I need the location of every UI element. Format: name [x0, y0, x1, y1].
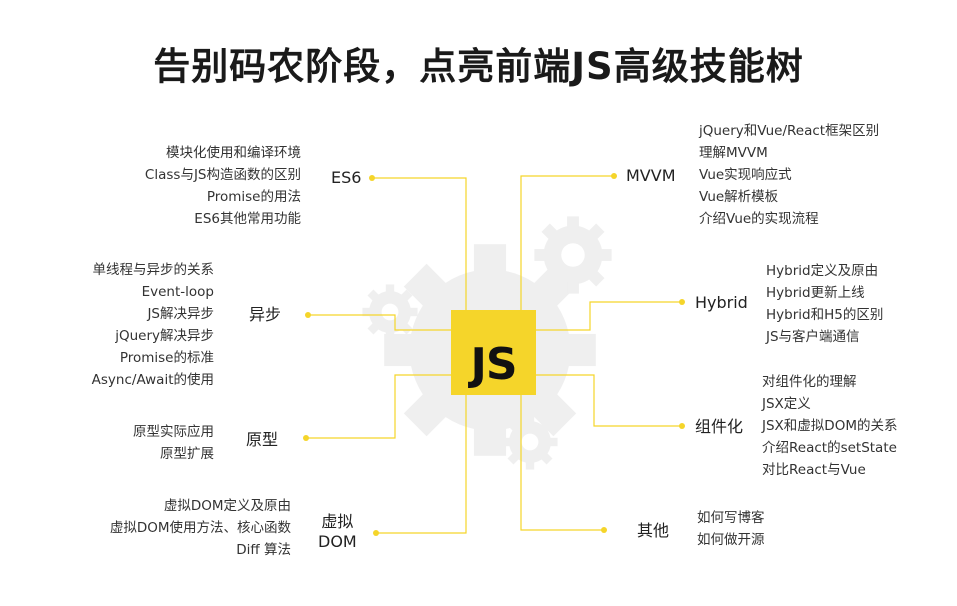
connector-dot: [679, 299, 685, 305]
branch-title-es6: ES6: [331, 168, 362, 187]
connector-line-other: [520, 395, 604, 531]
list-item: Async/Await的使用: [91, 372, 214, 388]
list-item: Hybrid和H5的区别: [766, 307, 884, 323]
list-item: Vue解析模板: [699, 189, 779, 205]
list-item: 模块化使用和编译环境: [166, 145, 301, 161]
gear-icon: [362, 284, 418, 340]
connector-line-hybrid: [536, 301, 682, 331]
connector-dot: [373, 530, 379, 536]
connector-dot: [303, 435, 309, 441]
connector-dot: [601, 527, 607, 533]
list-item: 介绍Vue的实现流程: [699, 211, 819, 227]
list-item: JS与客户端通信: [766, 329, 860, 345]
connector-line-vdom: [376, 395, 467, 534]
list-item: Hybrid更新上线: [766, 285, 865, 301]
list-item: 虚拟DOM定义及原由: [163, 498, 291, 514]
connector-line-component: [536, 374, 682, 427]
connector-dot: [611, 173, 617, 179]
branch-title-other: 其他: [637, 521, 670, 540]
list-item: 介绍React的setState: [762, 440, 897, 456]
branch-title-vdom-line1: 虚拟: [321, 512, 354, 531]
es6-item-list: 模块化使用和编译环境 Class与JS构造函数的区别 Promise的用法 ES…: [145, 142, 301, 230]
list-item: JSX和虚拟DOM的关系: [762, 418, 898, 434]
list-item: Promise的标准: [119, 350, 214, 366]
component-item-list: 对组件化的理解 JSX定义 JSX和虚拟DOM的关系 介绍React的setSt…: [762, 371, 897, 481]
gear-icon: [502, 414, 558, 470]
list-item: 如何写博客: [697, 510, 765, 526]
gear-icon: [534, 216, 612, 294]
list-item: JS解决异步: [147, 306, 214, 322]
proto-item-list: 原型实际应用 原型扩展: [133, 421, 214, 465]
list-item: 原型扩展: [160, 446, 214, 462]
list-item: 对比React与Vue: [762, 462, 866, 478]
async-item-list: 单线程与异步的关系 Event-loop JS解决异步 jQuery解决异步 P…: [92, 259, 214, 391]
list-item: 如何做开源: [697, 532, 765, 548]
other-item-list: 如何写博客 如何做开源: [697, 507, 765, 551]
js-logo-label: JS: [470, 339, 517, 390]
branch-title-vdom: 虚拟 DOM: [318, 512, 357, 552]
page-title: 告别码农阶段，点亮前端JS高级技能树: [153, 45, 804, 88]
list-item: Promise的用法: [206, 189, 301, 205]
connector-dot: [369, 175, 375, 181]
connector-dot: [679, 423, 685, 429]
list-item: 原型实际应用: [133, 424, 214, 440]
connector-line-async: [308, 314, 451, 331]
list-item: jQuery和Vue/React框架区别: [699, 123, 880, 139]
branch-title-vdom-line2: DOM: [318, 532, 357, 551]
list-item: Vue实现响应式: [699, 167, 792, 183]
branch-title-async: 异步: [249, 305, 282, 324]
list-item: Event-loop: [141, 284, 214, 300]
branch-title-hybrid: Hybrid: [695, 293, 748, 312]
js-logo: JS: [451, 310, 536, 395]
connector-line-mvvm: [520, 175, 614, 310]
list-item: 虚拟DOM使用方法、核心函数: [109, 520, 291, 536]
hybrid-item-list: Hybrid定义及原由 Hybrid更新上线 Hybrid和H5的区别 JS与客…: [766, 260, 883, 348]
connector-line-proto: [306, 374, 451, 439]
list-item: JSX定义: [762, 396, 811, 412]
list-item: jQuery解决异步: [115, 328, 214, 344]
branch-title-component: 组件化: [695, 417, 744, 436]
vdom-item-list: 虚拟DOM定义及原由 虚拟DOM使用方法、核心函数 Diff 算法: [110, 495, 291, 561]
connector-dot: [305, 312, 311, 318]
mvvm-item-list: jQuery和Vue/React框架区别 理解MVVM Vue实现响应式 Vue…: [699, 120, 879, 230]
branch-title-proto: 原型: [246, 430, 279, 449]
branch-title-mvvm: MVVM: [626, 166, 676, 185]
list-item: Hybrid定义及原由: [766, 263, 879, 279]
connector-line-es6: [372, 177, 467, 310]
list-item: 理解MVVM: [699, 145, 768, 161]
list-item: Diff 算法: [236, 542, 291, 558]
list-item: Class与JS构造函数的区别: [144, 167, 301, 183]
list-item: 对组件化的理解: [762, 374, 857, 390]
list-item: 单线程与异步的关系: [92, 262, 215, 278]
list-item: ES6其他常用功能: [194, 211, 301, 227]
